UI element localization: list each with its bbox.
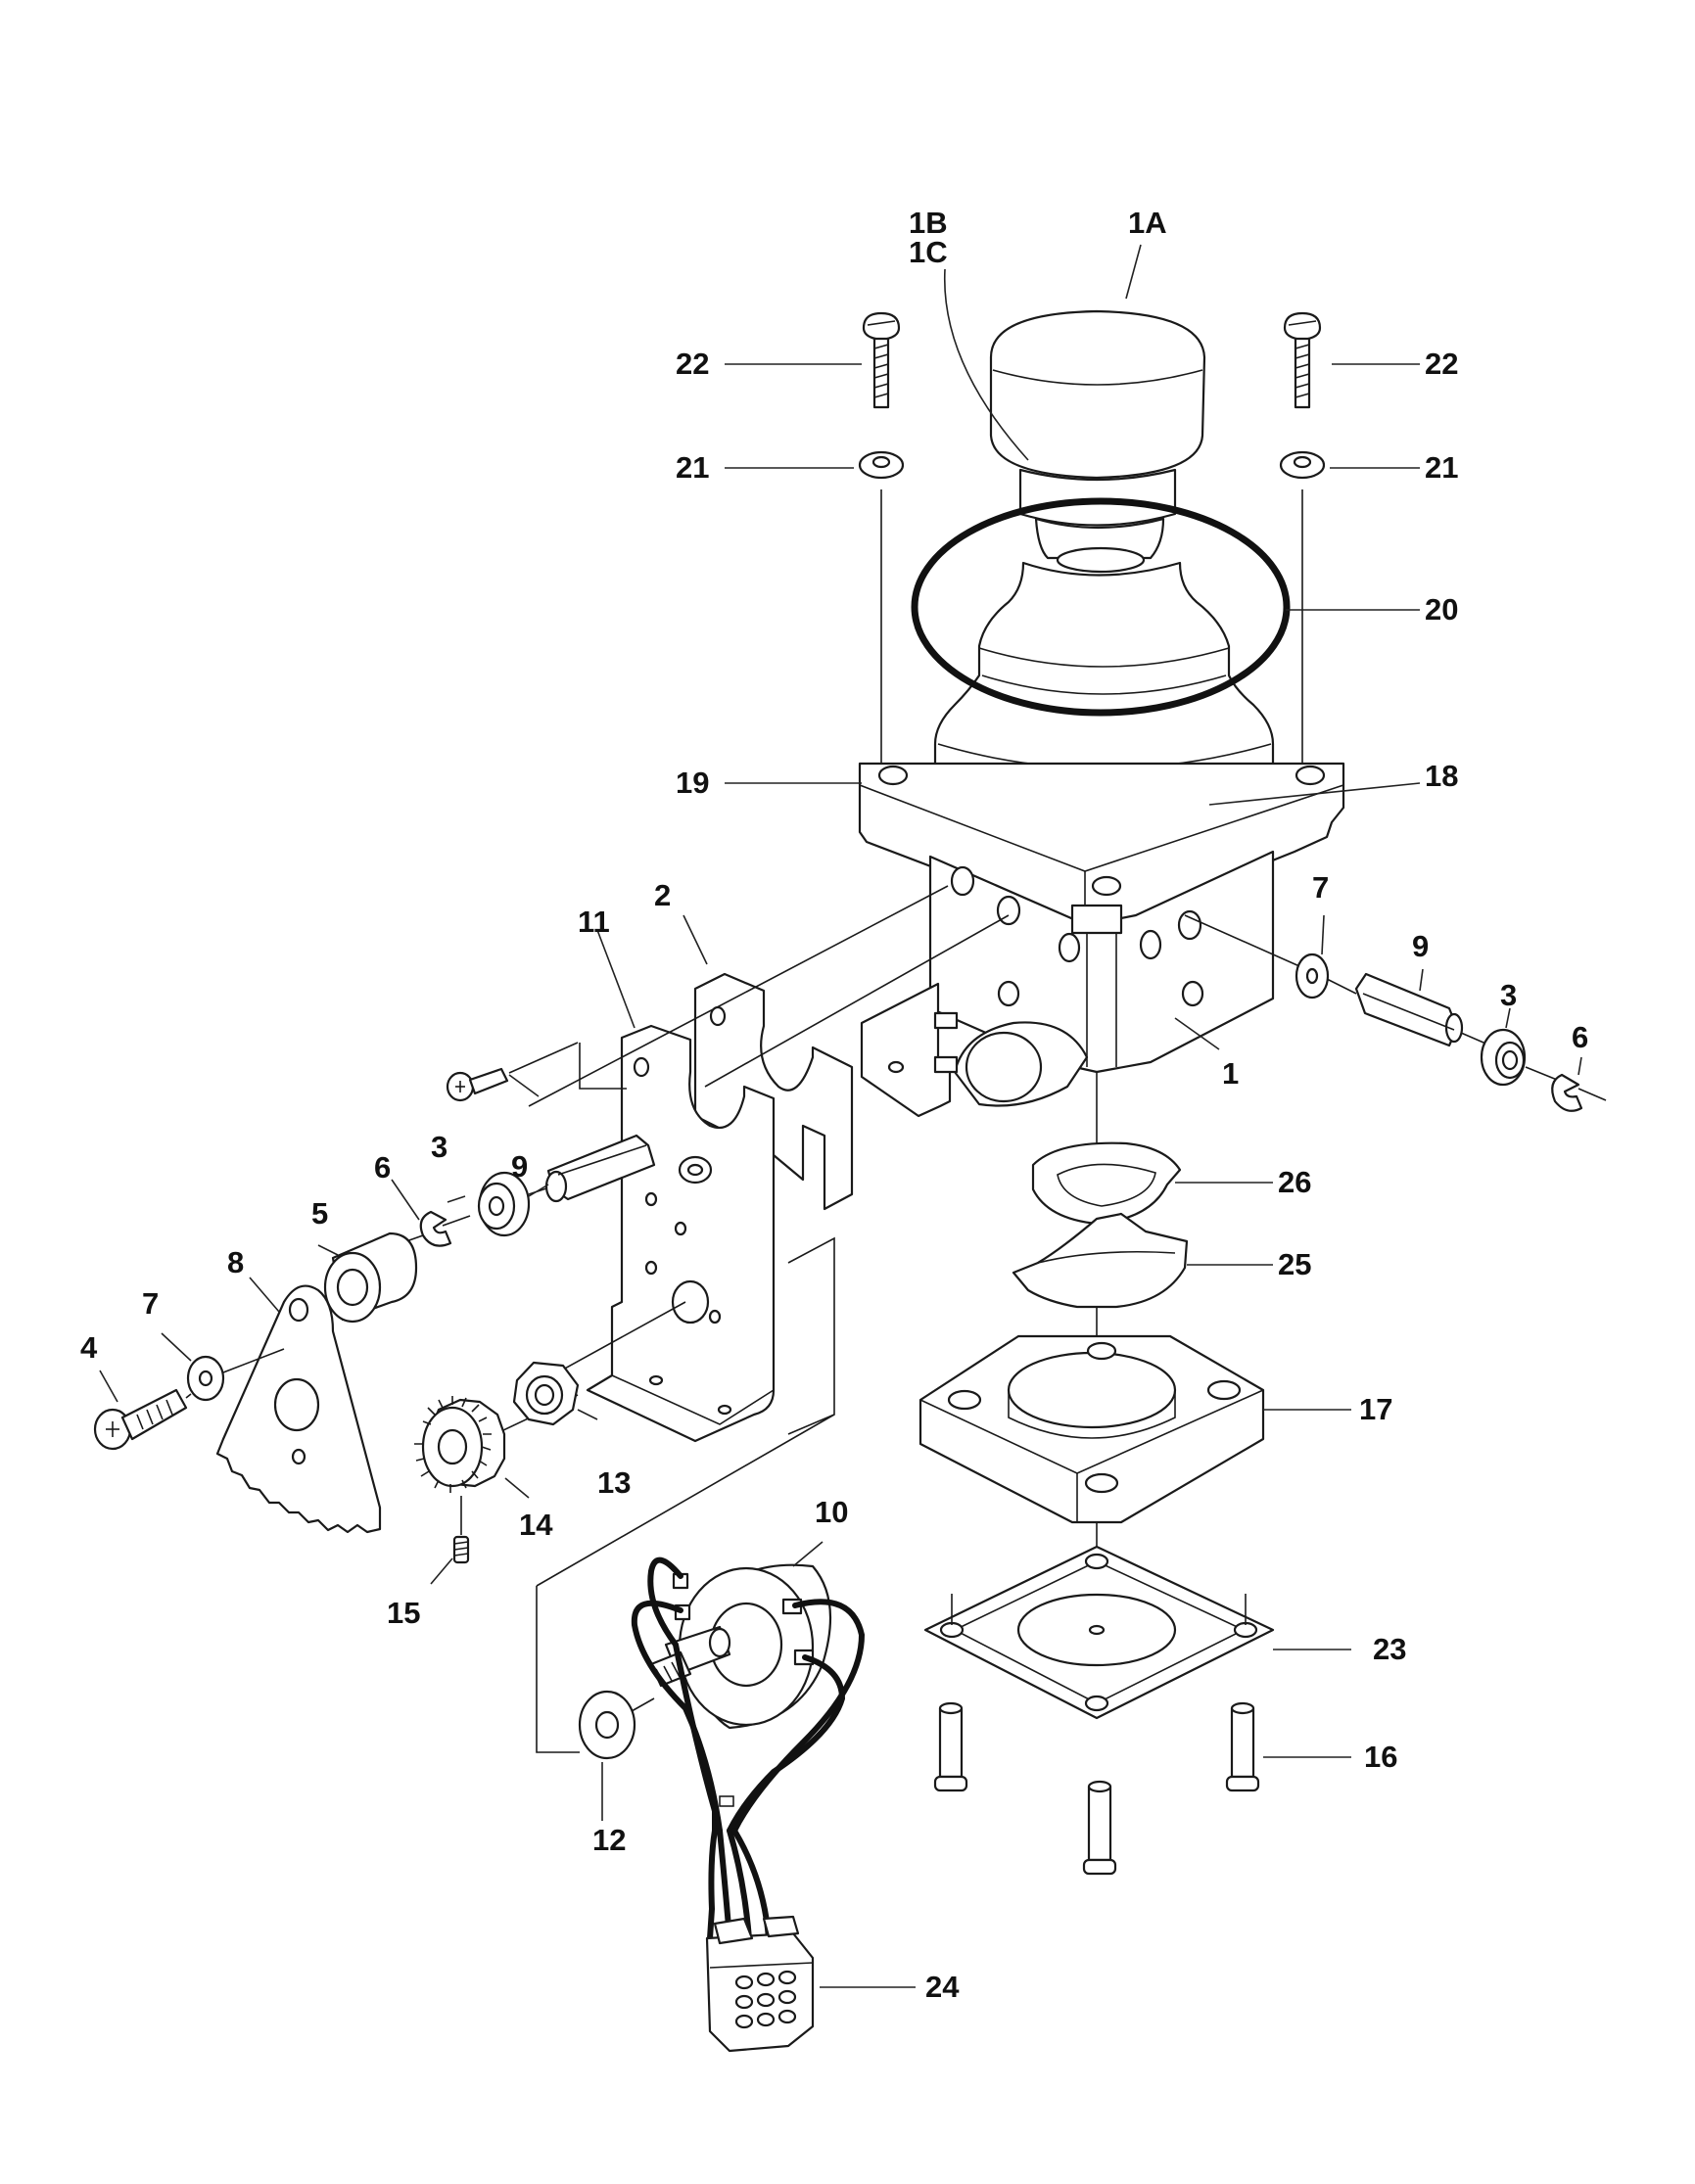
callout-13: 13: [597, 1465, 631, 1500]
spacer-part-5: [323, 1231, 418, 1324]
callout-11: 11: [578, 905, 610, 939]
standoff-part-9-right: [1354, 972, 1464, 1047]
callout-5: 5: [311, 1196, 328, 1231]
bracket-part-2: [693, 972, 854, 1211]
callout-1: 1: [1222, 1056, 1239, 1091]
callout-6-left: 6: [374, 1150, 391, 1185]
pin-part-16-left: [933, 1701, 968, 1792]
e-clip-part-6-right: [1551, 1073, 1583, 1112]
washer-part-7-right: [1295, 953, 1330, 999]
e-clip-part-6-left: [419, 1210, 452, 1247]
set-screw-part-15: [452, 1535, 470, 1564]
callout-20: 20: [1425, 592, 1458, 627]
callout-18: 18: [1425, 759, 1458, 793]
washer-part-7-left: [186, 1355, 225, 1402]
screw-part-4: [93, 1388, 188, 1451]
callout-4: 4: [80, 1330, 98, 1365]
callout-26: 26: [1278, 1165, 1311, 1199]
seat-part-26: [1031, 1141, 1182, 1226]
callout-1a: 1A: [1128, 206, 1167, 240]
callout-10: 10: [815, 1495, 848, 1529]
pin-part-16-right: [1225, 1701, 1260, 1792]
pin-part-16-bottom: [1082, 1780, 1117, 1876]
callout-6-right: 6: [1572, 1020, 1588, 1054]
wire-harness: [631, 1557, 866, 1941]
stem-part-1b-1c: [1034, 517, 1165, 574]
callout-16: 16: [1364, 1740, 1397, 1774]
callout-22-right: 22: [1425, 347, 1458, 381]
housing-part-1: [860, 850, 1275, 1118]
knob-part-1a: [989, 309, 1206, 527]
callout-8: 8: [227, 1245, 244, 1279]
gasket-part-23: [923, 1545, 1275, 1720]
washer-part-21-left: [858, 450, 905, 480]
callout-14: 14: [519, 1508, 553, 1542]
o-ring-part-20: [911, 497, 1291, 717]
nut-part-13: [512, 1361, 580, 1426]
screw-part-22-right: [1283, 311, 1322, 409]
bezel-part-17: [918, 1334, 1265, 1524]
callout-9-left: 9: [511, 1149, 528, 1184]
callout-2: 2: [654, 878, 671, 912]
bushing-part-3-right: [1480, 1028, 1527, 1087]
small-screw: [446, 1067, 509, 1102]
bracket-part-11: [586, 1024, 776, 1443]
callout-25: 25: [1278, 1247, 1311, 1281]
connector-part-24: [705, 1915, 815, 2053]
mounting-plate-part-19: [858, 762, 1345, 930]
callout-7-right: 7: [1312, 870, 1329, 905]
washer-part-12: [578, 1690, 636, 1760]
seat-part-25: [1012, 1212, 1189, 1309]
callout-17: 17: [1359, 1392, 1392, 1426]
screw-part-22-left: [862, 311, 901, 409]
callout-12: 12: [592, 1823, 626, 1857]
callout-19: 19: [676, 766, 709, 800]
pinion-gear-part-14: [414, 1396, 506, 1493]
callout-9-right: 9: [1412, 929, 1429, 963]
callout-1c: 1C: [909, 235, 948, 269]
callout-15: 15: [387, 1596, 420, 1630]
callout-22-left: 22: [676, 347, 709, 381]
callout-7-left: 7: [142, 1286, 159, 1321]
callout-1b: 1B: [909, 206, 948, 240]
sector-gear-part-8: [215, 1284, 382, 1534]
callout-24: 24: [925, 1970, 960, 2004]
callout-21-left: 21: [676, 450, 709, 485]
bushing-part-3-left: [477, 1171, 531, 1237]
washer-part-21-right: [1279, 450, 1326, 480]
callout-21-right: 21: [1425, 450, 1458, 485]
callout-23: 23: [1373, 1632, 1406, 1666]
callout-3-left: 3: [431, 1130, 447, 1164]
leader-lines: [99, 244, 1582, 1988]
callout-3-right: 3: [1500, 978, 1517, 1012]
